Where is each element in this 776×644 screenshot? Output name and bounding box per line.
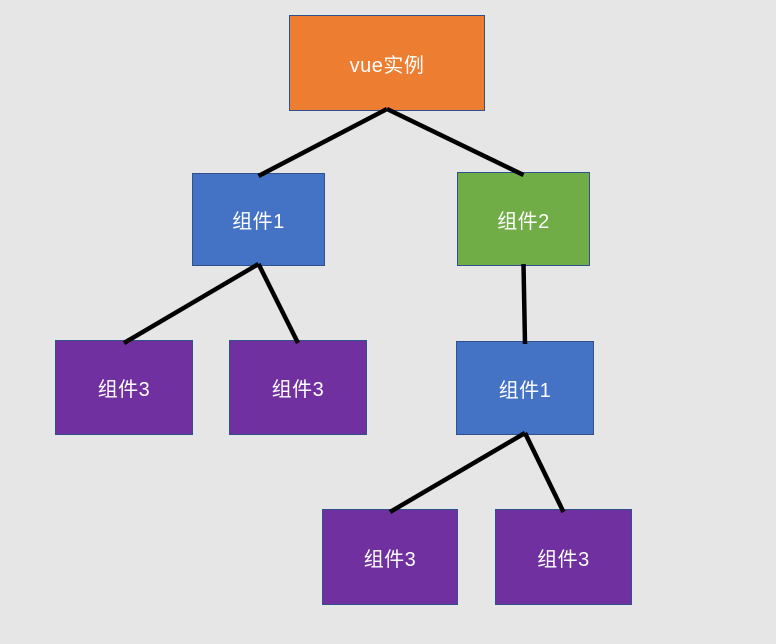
- node-component3-right-b: 组件3: [495, 509, 632, 605]
- node-component1-right: 组件1: [456, 341, 594, 435]
- node-label: 组件1: [232, 211, 285, 233]
- connector-line: [388, 431, 527, 514]
- connector-line: [522, 432, 566, 513]
- node-label: 组件1: [498, 379, 552, 402]
- connector-line: [521, 263, 528, 345]
- connector-line: [122, 262, 260, 345]
- node-vue-instance: vue实例: [289, 15, 485, 111]
- node-label: 组件3: [271, 379, 325, 401]
- node-component3-left-a: 组件3: [55, 340, 193, 435]
- connector-line: [256, 262, 301, 345]
- node-component3-left-b: 组件3: [229, 340, 367, 435]
- node-label: 组件3: [537, 548, 590, 571]
- node-component1-left: 组件1: [192, 173, 325, 266]
- node-component3-right-a: 组件3: [322, 509, 458, 605]
- node-label: 组件2: [497, 210, 550, 233]
- node-label: 组件3: [363, 548, 417, 571]
- node-label: 组件3: [97, 379, 151, 401]
- connector-line: [386, 106, 525, 178]
- connector-line: [257, 107, 389, 178]
- node-component2: 组件2: [457, 172, 590, 266]
- node-label: vue实例: [349, 54, 425, 77]
